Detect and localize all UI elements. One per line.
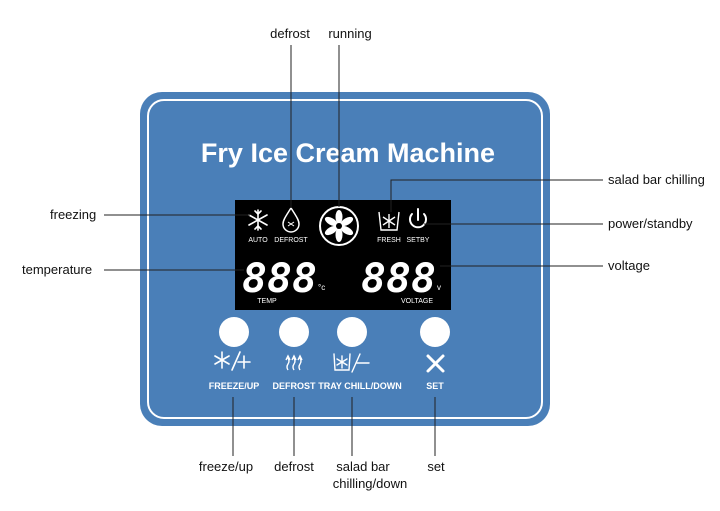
callout-voltage: voltage [608,258,650,273]
temp-label: TEMP [257,298,277,305]
tray-chill-down-label: TRAY CHILL/DOWN [318,381,402,391]
callout-set: set [427,459,445,474]
panel-title: Fry Ice Cream Machine [201,138,495,168]
tray-minus-icon [333,353,370,373]
callout-defrost-top: defrost [270,26,310,41]
auto-label: AUTO [248,237,268,244]
callout-power-standby: power/standby [608,216,693,231]
defrost-button[interactable] [279,317,309,347]
freeze-plus-icon [214,351,251,371]
callout-temperature: temperature [22,262,92,277]
power-icon [409,208,427,229]
wrench-screwdriver-icon [426,354,445,373]
callout-salad-bar-down-1: salad bar [336,459,390,474]
voltage-digits: 888 [361,256,436,302]
callout-salad-bar-chilling: salad bar chilling [608,172,705,187]
lcd-display [235,200,451,310]
voltage-label: VOLTAGE [401,298,433,305]
temperature-unit: °c [318,283,325,292]
fresh-label: FRESH [377,237,401,244]
panel-inner-border [147,99,543,419]
snowflake-icon [248,209,268,231]
defrost-label: DEFROST [274,237,308,244]
freeze-up-label: FREEZE/UP [209,381,260,391]
callout-running: running [328,26,371,41]
set-label: SET [426,381,444,391]
tray-chill-down-button[interactable] [337,317,367,347]
callout-freeze-up: freeze/up [199,459,253,474]
set-button[interactable] [420,317,450,347]
fresh-tray-icon [378,211,400,231]
callout-defrost-bottom: defrost [274,459,314,474]
temperature-digits: 888 [242,256,317,302]
callout-freezing: freezing [50,207,96,222]
freeze-up-button[interactable] [219,317,249,347]
defrost-drop-icon [282,206,300,233]
callout-salad-bar-down-2: chilling/down [333,476,407,491]
setby-label: SETBY [407,237,430,244]
defrost-button-label: DEFROST [272,381,316,391]
fan-icon [319,206,359,246]
leader-salad-bar [390,179,603,212]
defrost-heat-icon [285,354,303,371]
voltage-unit: v [437,283,441,292]
